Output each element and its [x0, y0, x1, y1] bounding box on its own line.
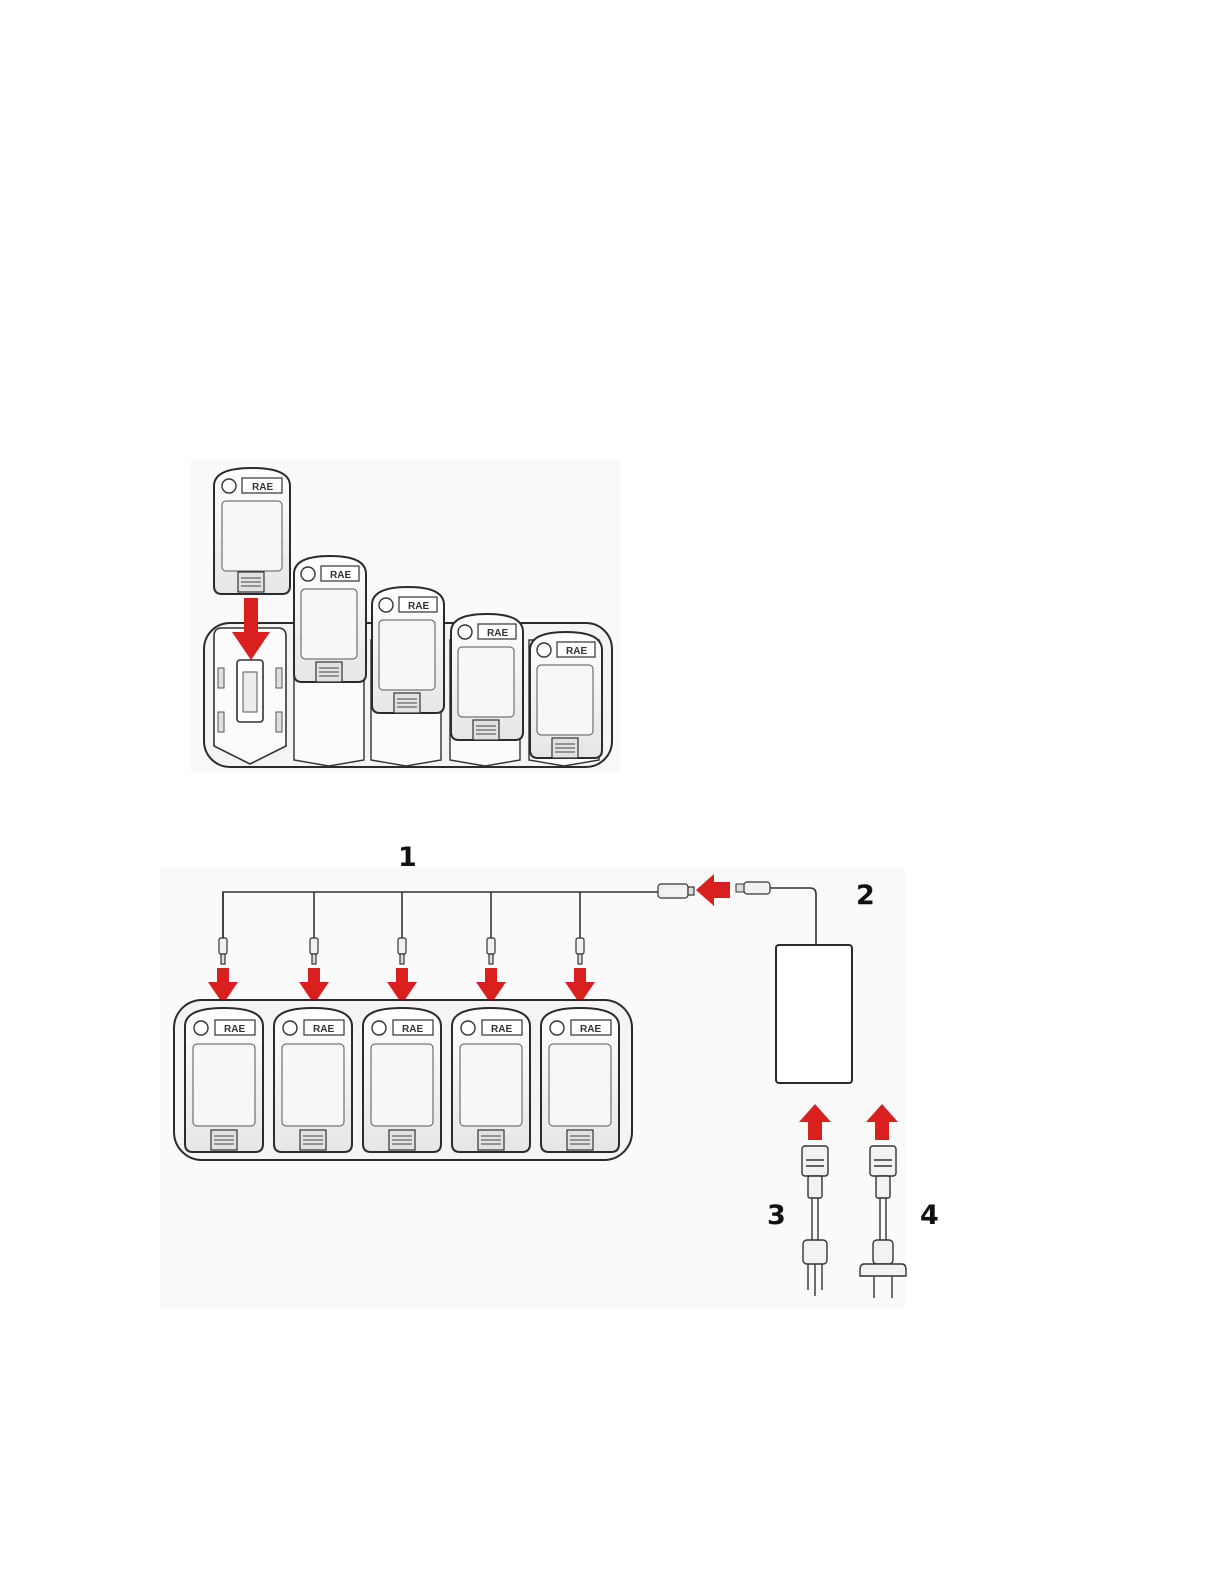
instrument-unit-1: RAE	[185, 1008, 263, 1152]
instrument-logo: RAE	[252, 482, 273, 493]
instrument-logo: RAE	[402, 1024, 423, 1035]
callout-1: 1	[398, 842, 417, 873]
instrument-logo: RAE	[491, 1024, 512, 1035]
figure-power-connection: 1 2 3 4	[160, 842, 939, 1308]
instrument-unit-5: RAE	[541, 1008, 619, 1152]
instrument-unit-3: RAE	[363, 1008, 441, 1152]
instrument-unit-2: RAE	[274, 1008, 352, 1152]
figure-insert-instruments: RAE RAE RAE RAE	[190, 460, 620, 772]
callout-2: 2	[856, 880, 875, 911]
instrument-logo: RAE	[313, 1024, 334, 1035]
instrument-logo: RAE	[580, 1024, 601, 1035]
instrument-unit-2: RAE	[294, 556, 366, 682]
instrument-logo: RAE	[224, 1024, 245, 1035]
callout-4: 4	[920, 1200, 939, 1231]
instrument-unit-4: RAE	[451, 614, 523, 740]
instrument-unit-3: RAE	[372, 587, 444, 713]
instrument-unit-inserting: RAE	[214, 468, 290, 594]
instrument-unit-5: RAE	[530, 632, 602, 758]
instrument-logo: RAE	[566, 646, 587, 657]
callout-3: 3	[767, 1200, 786, 1231]
instrument-logo: RAE	[487, 628, 508, 639]
instrument-unit-4: RAE	[452, 1008, 530, 1152]
instrument-logo: RAE	[408, 601, 429, 612]
instrument-logo: RAE	[330, 570, 351, 581]
